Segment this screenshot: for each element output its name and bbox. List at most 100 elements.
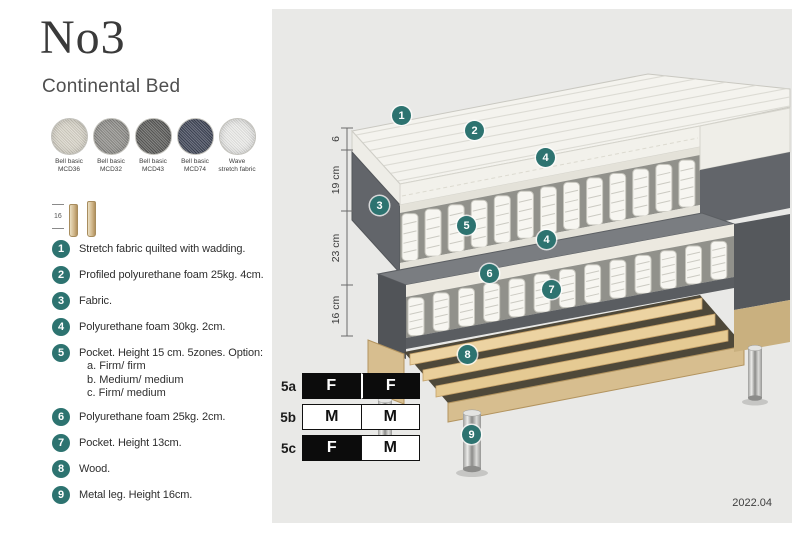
swatch-label: Bell basic xyxy=(139,158,167,165)
spring-coil-line xyxy=(611,209,625,214)
spring-coil-line xyxy=(636,261,650,265)
callout-3: 3 xyxy=(370,196,389,215)
spring-coil-line xyxy=(611,199,625,204)
spring-coil-line xyxy=(636,268,650,273)
firmness-options: 5a F F 5b M M 5c F M xyxy=(274,373,420,466)
spring-pocket xyxy=(584,264,602,304)
spring-coil-line xyxy=(611,190,625,195)
legend-text: Polyurethane foam 25kg. 2cm. xyxy=(79,410,226,423)
spring-coil-line xyxy=(409,303,423,308)
callout-2: 2 xyxy=(465,121,484,140)
legend-item-9: 9 Metal leg. Height 16cm. xyxy=(52,485,268,504)
spring-coil-line xyxy=(588,204,602,209)
legend-text: Polyurethane foam 30kg. 2cm. xyxy=(79,321,226,333)
spring-coil-line xyxy=(611,280,625,285)
spring-coil-line xyxy=(403,230,417,235)
spring-coil-line xyxy=(535,302,549,307)
top-mattress-right-fabric xyxy=(700,152,790,226)
foam-profile-line xyxy=(401,137,699,197)
spring-coil-line xyxy=(661,256,675,261)
spring-pocket xyxy=(659,250,677,290)
spring-pocket xyxy=(483,283,501,323)
spring-coil-line xyxy=(634,176,648,181)
legend-text: Metal leg. Height 16cm. xyxy=(79,488,193,501)
spring-coil-line xyxy=(434,313,448,318)
spring-coil-line xyxy=(657,190,671,195)
leg-cylinder-icon xyxy=(86,201,96,237)
spring-coil-line xyxy=(680,167,694,172)
legend-item-3: 3 Fabric. xyxy=(52,292,268,310)
base-front-rail xyxy=(447,345,745,423)
quilt-line xyxy=(352,74,790,141)
spring-coil-line xyxy=(560,290,574,295)
swatch-circle-1 xyxy=(92,118,130,155)
spring-coil-line xyxy=(518,217,532,222)
info-panel: No3 Continental Bed Bell basic MCD36 Bel… xyxy=(0,0,270,533)
spring-coil-line xyxy=(586,285,600,290)
spring-coil-line xyxy=(588,194,602,199)
legend-text: Wood. xyxy=(79,462,111,475)
legend-item-7: 7 Pocket. Height 13cm. xyxy=(52,433,268,452)
spring-coil-line xyxy=(611,265,625,270)
firmness-cells: F F xyxy=(302,373,420,399)
legend-item-8: 8 Wood. xyxy=(52,459,268,478)
spring-coil-line xyxy=(634,204,648,209)
legend-item-6: 6 Polyurethane foam 25kg. 2cm. xyxy=(52,407,268,426)
lower-mattress-end-fabric xyxy=(378,274,406,359)
callout-7: 7 xyxy=(542,280,561,299)
swatch-label: Bell basic xyxy=(181,158,209,165)
spring-coil-line xyxy=(485,289,499,294)
spring-coil-line xyxy=(657,181,671,186)
legend-badge: 2 xyxy=(52,266,70,284)
spring-pocket xyxy=(685,245,703,285)
pocket-springs-lower xyxy=(407,240,728,337)
lower-mattress xyxy=(376,212,790,359)
spring-coil-line xyxy=(541,213,556,218)
spring-coil-line xyxy=(472,207,486,212)
leg-foot xyxy=(463,465,481,473)
legend-option-c: c. Firm/ medium xyxy=(87,387,166,399)
leg-height-value: 16 xyxy=(52,203,64,229)
legend-badge: 9 xyxy=(52,485,70,504)
spring-pocket xyxy=(424,208,442,257)
quilt-line xyxy=(352,103,790,184)
leg-cylinder-icon xyxy=(68,204,78,237)
firmness-cell: F xyxy=(360,373,420,399)
dimension-label-pad: 6 xyxy=(330,136,342,142)
legend-option-b: b. Medium/ medium xyxy=(87,373,184,386)
swatch-code: MCD32 xyxy=(99,166,123,173)
spring-coil-line xyxy=(459,301,474,306)
spring-coil-line xyxy=(661,271,675,276)
leg-top xyxy=(747,344,763,352)
wood-slat xyxy=(435,329,729,398)
quilt-line xyxy=(352,74,790,150)
wood-slat xyxy=(422,313,716,382)
leg-shadow xyxy=(742,398,768,406)
spring-coil-line xyxy=(541,194,556,199)
legend-text: Pocket. Height 13cm. xyxy=(79,436,182,449)
diagram-panel: 6 19 cm 23 cm 16 cm 1 2 3 4 4 5 6 7 8 9 … xyxy=(270,0,800,533)
quilt-line xyxy=(352,76,790,168)
spring-coil-line xyxy=(686,266,701,271)
spring-coil-line xyxy=(657,171,671,176)
spring-coil-line xyxy=(657,200,671,205)
spring-coil-line xyxy=(636,276,650,281)
wood-slat xyxy=(409,297,703,366)
spring-coil-line xyxy=(449,212,463,217)
lower-mattress-bottom-band xyxy=(406,277,734,349)
spring-coil-line xyxy=(611,273,625,278)
spring-pocket xyxy=(432,292,450,332)
swatch-code: MCD43 xyxy=(141,166,165,173)
firmness-cell: F xyxy=(302,435,362,461)
spring-coil-line xyxy=(426,216,440,221)
spring-pocket xyxy=(655,164,673,213)
leg-shadow xyxy=(456,469,488,477)
spring-coil-line xyxy=(518,208,532,213)
spring-coil-line xyxy=(495,231,509,236)
spring-coil-line xyxy=(459,309,474,314)
callout-4b: 4 xyxy=(537,230,556,249)
spring-coil-line xyxy=(403,221,417,226)
spring-pocket xyxy=(558,268,576,308)
spring-coil-line xyxy=(510,292,524,297)
dimension-label-lower: 23 cm xyxy=(330,233,342,262)
